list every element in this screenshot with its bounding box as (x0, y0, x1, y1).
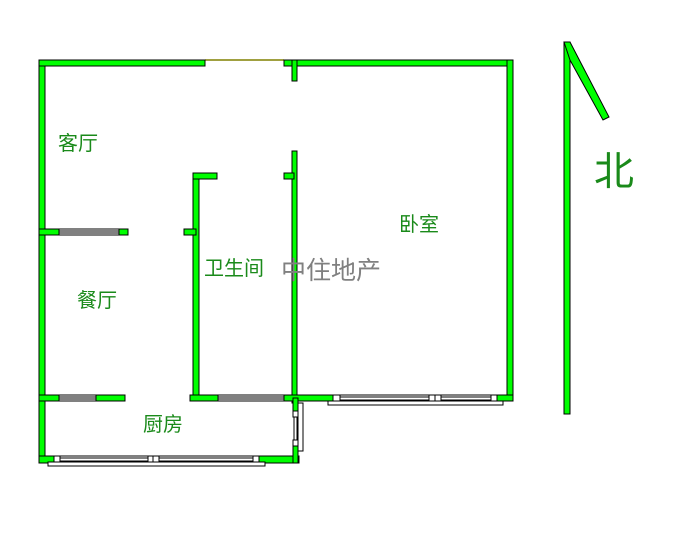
room-label-living-room: 客厅 (58, 131, 98, 155)
walls (38, 59, 514, 464)
window-dining-kitchen (58, 394, 97, 402)
wall-top-right (283, 59, 514, 67)
wall-stub-top (291, 59, 298, 82)
window-sill-kitchen (47, 461, 266, 467)
room-label-dining-room: 餐厅 (77, 288, 117, 312)
wall-left (38, 59, 46, 464)
room-label-bathroom: 卫生间 (204, 256, 264, 280)
room-label-kitchen: 厨房 (143, 412, 183, 436)
watermark: 中住地产 (281, 256, 382, 285)
wall-bath-kitchen-left (189, 394, 219, 402)
wall-bedroom-bottom-right (496, 394, 514, 402)
wall-bath-left (192, 172, 200, 401)
wall-top-left (38, 59, 206, 67)
wall-kitchen-right-top (292, 397, 299, 412)
wall-bath-top-stub (192, 172, 218, 180)
wall-kitchen-right-bottom (292, 445, 299, 464)
wall-right (506, 59, 514, 401)
north-arrow-icon (563, 41, 610, 415)
room-label-bedroom: 卧室 (399, 212, 439, 236)
wall-living-dining-right (118, 228, 129, 236)
window-bath-kitchen (217, 394, 285, 402)
windows (47, 228, 504, 467)
wall-stub-bath-top-right (283, 172, 295, 180)
wall-bath-side-stub (183, 228, 197, 236)
wall-bath-bedroom-bottom (283, 394, 341, 402)
wall-dining-kitchen-right (95, 394, 126, 402)
window-sill-kitchen-east (297, 402, 304, 452)
north-label: 北 (594, 149, 634, 195)
window-kitchen-east (293, 416, 298, 441)
wall-living-dining-left (38, 228, 60, 236)
window-living-dining (58, 228, 120, 236)
window-sill-bedroom (327, 400, 504, 406)
wall-dining-kitchen-left (38, 394, 60, 402)
